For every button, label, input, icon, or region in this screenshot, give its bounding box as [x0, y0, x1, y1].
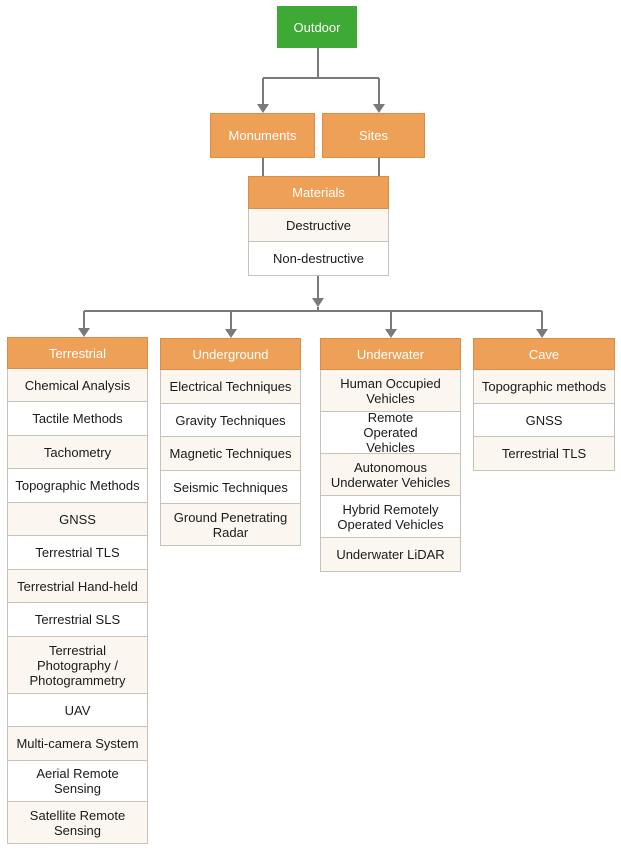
terrestrial-item: Chemical Analysis: [7, 369, 148, 402]
terrestrial-item: Terrestrial Hand-held: [7, 570, 148, 603]
underwater-item: Underwater LiDAR: [320, 538, 461, 572]
terrestrial-item: Tactile Methods: [7, 402, 148, 436]
underwater-item: Human Occupied Vehicles: [320, 370, 461, 412]
terrestrial-item: Terrestrial Photography / Photogrammetry: [7, 637, 148, 694]
terrestrial-item: UAV: [7, 694, 148, 727]
terrestrial-item: Terrestrial TLS: [7, 536, 148, 570]
underground-item: Gravity Techniques: [160, 404, 301, 437]
cave-item: Terrestrial TLS: [473, 437, 615, 471]
materials-header: Materials: [248, 176, 389, 209]
terrestrial-item: Multi-camera System: [7, 727, 148, 761]
terrestrial-header: Terrestrial: [7, 337, 148, 369]
sites-node: Sites: [322, 113, 425, 158]
underwater-header: Underwater: [320, 338, 461, 370]
underground-item: Electrical Techniques: [160, 370, 301, 404]
outdoor-node: Outdoor: [277, 6, 357, 48]
underwater-item: Hybrid Remotely Operated Vehicles: [320, 496, 461, 538]
underground-item: Ground Penetrating Radar: [160, 504, 301, 546]
underwater-item: Remote Operated Vehicles: [320, 410, 461, 455]
materials-item-destructive: Destructive: [248, 209, 389, 242]
terrestrial-item: Topographic Methods: [7, 469, 148, 503]
terrestrial-item: Tachometry: [7, 436, 148, 469]
materials-item-non-destructive: Non-destructive: [248, 242, 389, 276]
monuments-node: Monuments: [210, 113, 315, 158]
underground-item: Seismic Techniques: [160, 471, 301, 504]
cave-item: Topographic methods: [473, 370, 615, 404]
underground-header: Underground: [160, 338, 301, 370]
terrestrial-item: Aerial Remote Sensing: [7, 761, 148, 802]
terrestrial-item: Satellite Remote Sensing: [7, 802, 148, 844]
cave-item: GNSS: [473, 404, 615, 437]
cave-header: Cave: [473, 338, 615, 370]
terrestrial-item: Terrestrial SLS: [7, 603, 148, 637]
underwater-item: Autonomous Underwater Vehicles: [320, 454, 461, 496]
terrestrial-item: GNSS: [7, 503, 148, 536]
underground-item: Magnetic Techniques: [160, 437, 301, 471]
